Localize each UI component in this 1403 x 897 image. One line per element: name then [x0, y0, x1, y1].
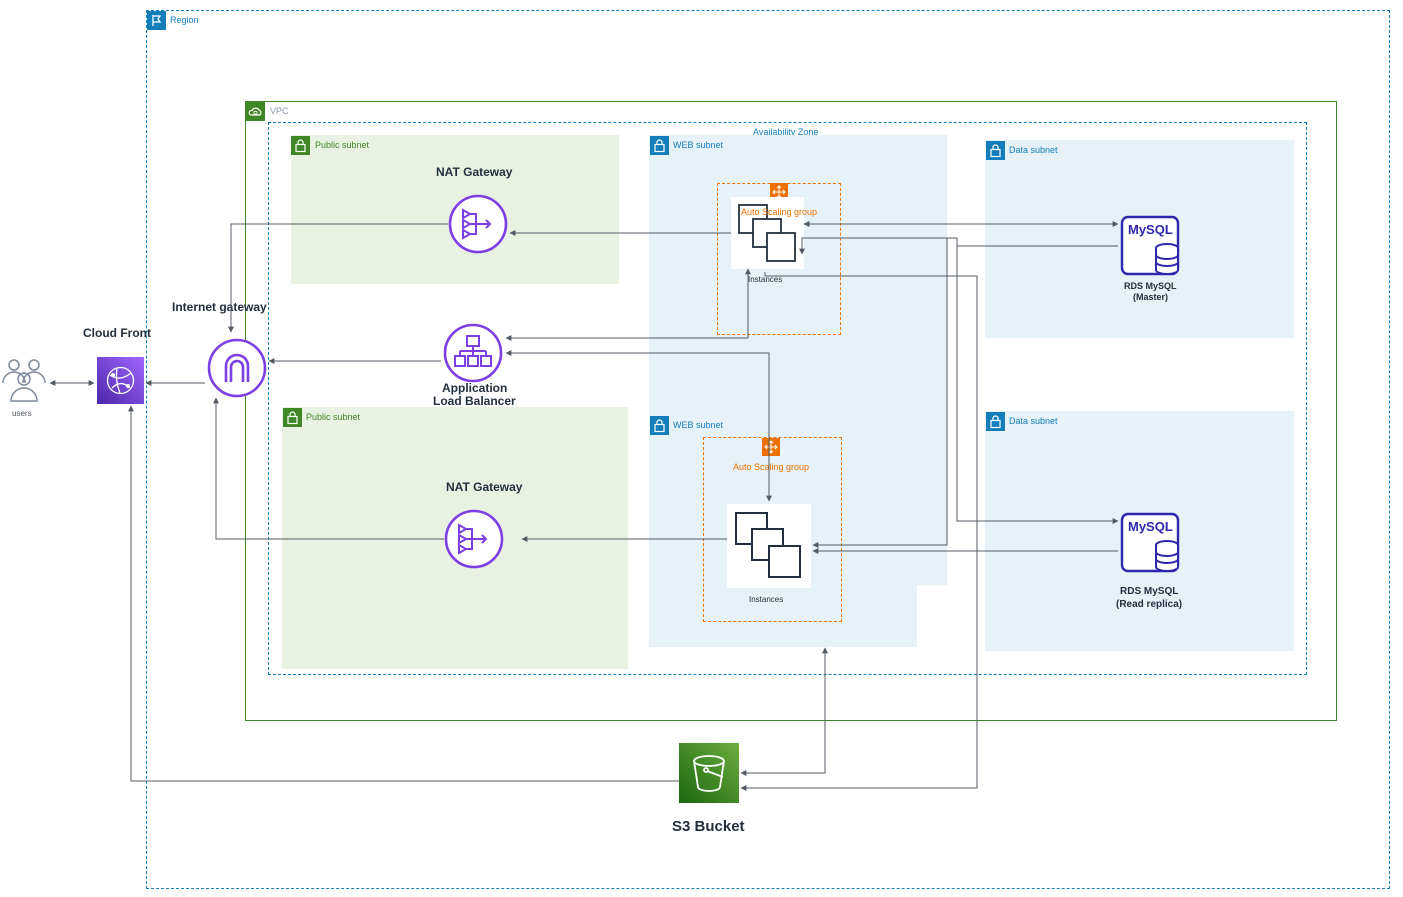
connector-replica-link [956, 246, 1119, 524]
nat-gateway-2-label: NAT Gateway [446, 480, 523, 494]
region-label: Region [170, 15, 199, 25]
instances-1 [731, 197, 804, 269]
public-subnet-1-label: Public subnet [315, 140, 370, 150]
application-load-balancer-icon[interactable] [443, 323, 503, 383]
rds-mysql-master-label-line2: (Master) [1133, 292, 1169, 302]
availability-zone-label: Availability Zone [753, 127, 819, 137]
rds-mysql-replica-label-line1: RDS MySQL [1120, 586, 1179, 597]
connector-s3-cloudfront [128, 405, 679, 782]
connector-alb-inst2 [505, 350, 772, 502]
vpc-label: VPC [270, 106, 289, 116]
internet-gateway-label: Internet gateway [172, 300, 267, 314]
internet-gateway-icon[interactable] [207, 338, 267, 398]
application-load-balancer-label-line2: Load Balancer [433, 394, 516, 408]
application-load-balancer-label-line1: Application [442, 381, 508, 395]
auto-scaling-group-2 [703, 437, 842, 622]
users-label: users [12, 409, 32, 418]
auto-scaling-group-1-icon [770, 183, 788, 201]
instances-2 [727, 504, 811, 588]
connector-replica-inst2 [812, 238, 948, 548]
connector-master-inst1-back [799, 237, 1118, 255]
web-subnet-1-lock-icon [650, 136, 669, 155]
s3-bucket-icon[interactable] [679, 743, 739, 803]
rds-mysql-replica-icon[interactable] [1120, 512, 1182, 574]
connector-nat2-igw [213, 397, 444, 540]
instances-2-icon [735, 512, 801, 578]
rds-mysql-master-label-line1: RDS MySQL [1124, 281, 1177, 291]
public-subnet-1-lock-icon [291, 136, 310, 155]
instances-2-label: Instances [749, 595, 784, 604]
region-flag-icon [147, 11, 166, 30]
data-subnet-2-label: Data subnet [1009, 416, 1058, 426]
data-subnet-1-lock-icon [986, 141, 1005, 160]
data-subnet-1-label: Data subnet [1009, 145, 1058, 155]
s3-bucket-label: S3 Bucket [672, 818, 745, 835]
public-subnet-2-label: Public subnet [306, 412, 361, 422]
rds-mysql-replica-icon-text: MySQL [1128, 519, 1173, 534]
web-subnet-1-label: WEB subnet [673, 140, 724, 150]
connector-inst1-s3 [740, 272, 978, 791]
auto-scaling-group-1-label: Auto Scaling group [741, 207, 818, 217]
cloudfront-icon[interactable] [97, 357, 144, 404]
rds-mysql-master-icon[interactable] [1120, 215, 1182, 277]
instances-1-label: Instances [748, 275, 783, 284]
nat-gateway-1-icon[interactable] [448, 194, 508, 254]
nat-gateway-2-icon[interactable] [444, 509, 504, 569]
instances-1-icon [738, 204, 796, 262]
connector-alb-inst1 [505, 268, 751, 341]
rds-mysql-replica-label-line2: (Read replica) [1116, 599, 1183, 610]
connector-nat1-igw [228, 223, 448, 333]
data-subnet-2-lock-icon [986, 412, 1005, 431]
rds-mysql-master-icon-text: MySQL [1128, 222, 1173, 237]
web-subnet-2 [649, 585, 917, 647]
cloudfront-label: Cloud Front [83, 326, 151, 340]
nat-gateway-1-label: NAT Gateway [436, 165, 513, 179]
connector-s3-websubnet [740, 647, 828, 776]
vpc-cloud-icon [246, 102, 265, 121]
public-subnet-2-lock-icon [283, 408, 302, 427]
users-icon [0, 355, 48, 407]
region-group [146, 10, 1390, 889]
